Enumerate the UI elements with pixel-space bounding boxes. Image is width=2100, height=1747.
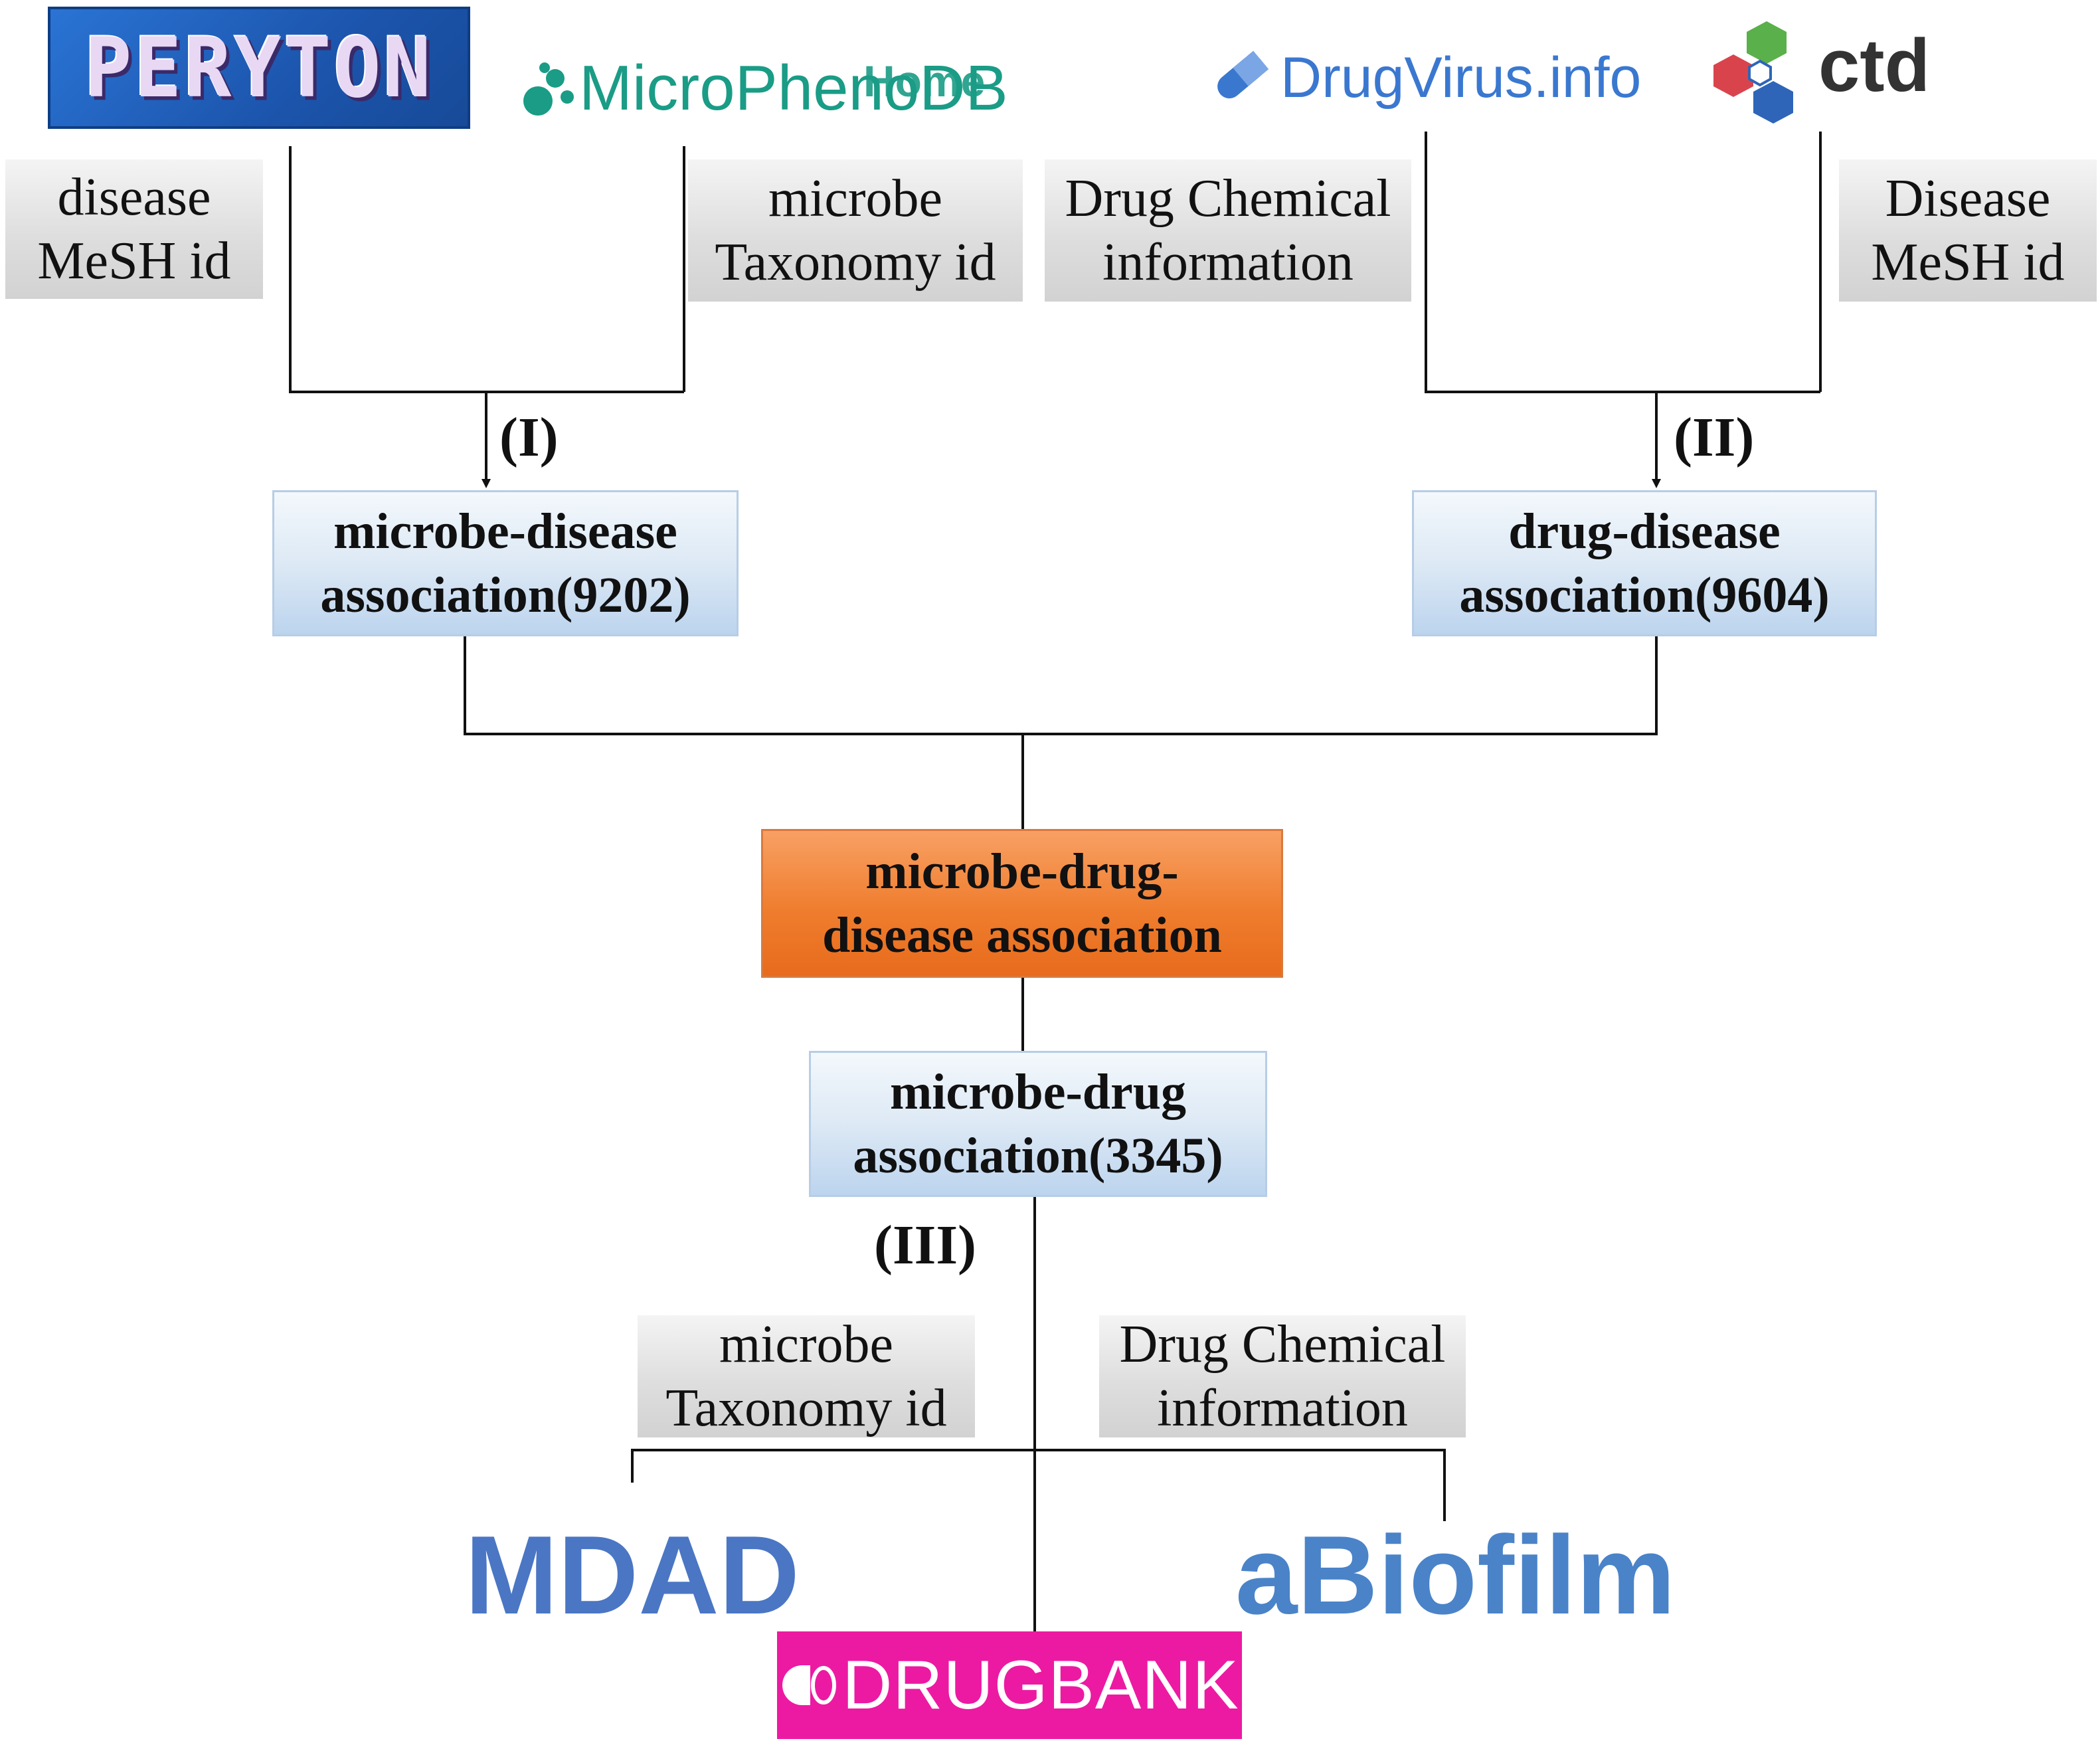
box-microbe-drug-disease-association: microbe-drug- disease association — [761, 829, 1283, 978]
step-marker-1: (I) — [499, 407, 559, 468]
label-disease-mesh-id-right: Disease MeSH id — [1839, 159, 2097, 302]
microphenodb-home-overlap: Home — [863, 56, 986, 106]
peryton-logo-text: PERYTON — [84, 19, 434, 116]
mdad-logo: MDAD — [465, 1513, 800, 1637]
connector-drugvirus — [1425, 132, 1820, 393]
label-microbe-taxonomy-id-top: microbe Taxonomy id — [688, 159, 1023, 302]
ctd-logo: ctd — [1700, 20, 1953, 133]
drugbank-pill-icon — [782, 1665, 837, 1705]
label-microbe-taxonomy-id-bottom: microbe Taxonomy id — [638, 1315, 975, 1437]
box-microbe-drug-association: microbe-drug association(3345) — [809, 1051, 1267, 1197]
step-marker-2: (II) — [1674, 407, 1755, 468]
box-microbe-disease-association: microbe-disease association(9202) — [272, 490, 739, 636]
drugvirus-text: DrugVirus.info — [1280, 46, 1642, 110]
step-marker-3: (III) — [874, 1214, 977, 1276]
label-disease-mesh-id-left: disease MeSH id — [5, 159, 263, 299]
drugbank-text: DRUGBANK — [842, 1646, 1239, 1724]
microphenodb-logo: MicroPhenoDB Home — [518, 46, 1063, 133]
peryton-logo: PERYTON — [48, 7, 470, 129]
ctd-hexagons-icon — [1713, 21, 1793, 124]
abiofilm-logo: aBiofilm — [1235, 1513, 1676, 1637]
connector-peryton — [289, 146, 684, 393]
connector-merge — [464, 634, 1658, 735]
drugbank-logo: DRUGBANK — [777, 1631, 1242, 1739]
connector-bottom-branch — [631, 1449, 1446, 1521]
microphenodb-dots-icon — [523, 62, 574, 116]
label-drug-chemical-information-top: Drug Chemical information — [1045, 159, 1411, 302]
capsule-icon — [1217, 50, 1269, 99]
box-drug-disease-association: drug-disease association(9604) — [1412, 490, 1877, 636]
drugvirus-logo: DrugVirus.info — [1209, 40, 1641, 120]
ctd-text: ctd — [1818, 24, 1930, 107]
label-drug-chemical-information-bottom: Drug Chemical information — [1099, 1315, 1466, 1437]
microphenodb-text: MicroPhenoDB — [579, 52, 1008, 124]
